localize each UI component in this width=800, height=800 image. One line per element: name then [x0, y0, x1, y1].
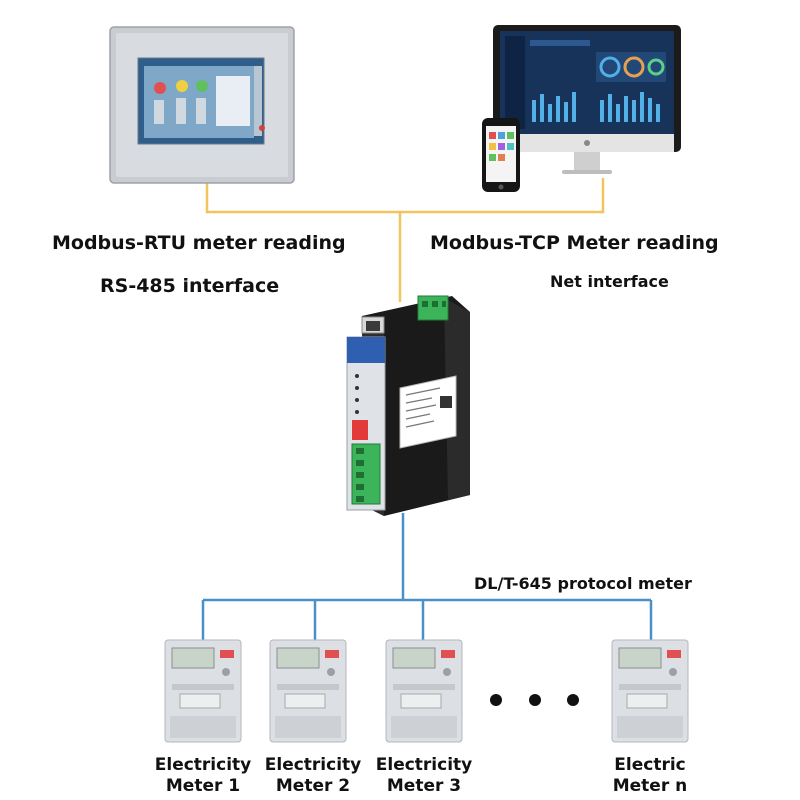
hmi-wire [205, 183, 400, 214]
meter-label-line1: Electricity [375, 755, 473, 775]
meter-label-line2: Meter n [612, 776, 688, 796]
rtu-title-label: Modbus-RTU meter reading [52, 232, 346, 254]
meter-label-line1: Electricity [264, 755, 362, 775]
tcp-interface-label: Net interface [550, 272, 669, 291]
meter-bus [201, 513, 653, 645]
desktop-monitor [493, 25, 681, 174]
meter-label-3: Electricity Meter 3 [369, 755, 479, 797]
rtu-interface-label: RS-485 interface [100, 275, 280, 297]
gateway-device [346, 295, 470, 516]
hmi-panel [109, 26, 295, 184]
meter-n [611, 639, 689, 743]
meter-label-line2: Meter 1 [165, 776, 241, 796]
pc-wire [400, 178, 605, 214]
meter-1 [164, 639, 242, 743]
meter-3 [385, 639, 463, 743]
smartphone [482, 118, 520, 192]
meter-label-line2: Meter 3 [386, 776, 462, 796]
tcp-title-label: Modbus-TCP Meter reading [430, 232, 719, 254]
meter-label-line1: Electric [614, 755, 686, 775]
meter-label-n: Electric Meter n [595, 755, 705, 797]
upper-wiring [205, 178, 605, 302]
meter-label-line2: Meter 2 [275, 776, 351, 796]
meter-label-line1: Electricity [154, 755, 252, 775]
protocol-label: DL/T-645 protocol meter [474, 574, 692, 593]
meter-2 [269, 639, 347, 743]
ellipsis-dots [490, 694, 579, 706]
meter-label-1: Electricity Meter 1 [148, 755, 258, 797]
meter-label-2: Electricity Meter 2 [258, 755, 368, 797]
